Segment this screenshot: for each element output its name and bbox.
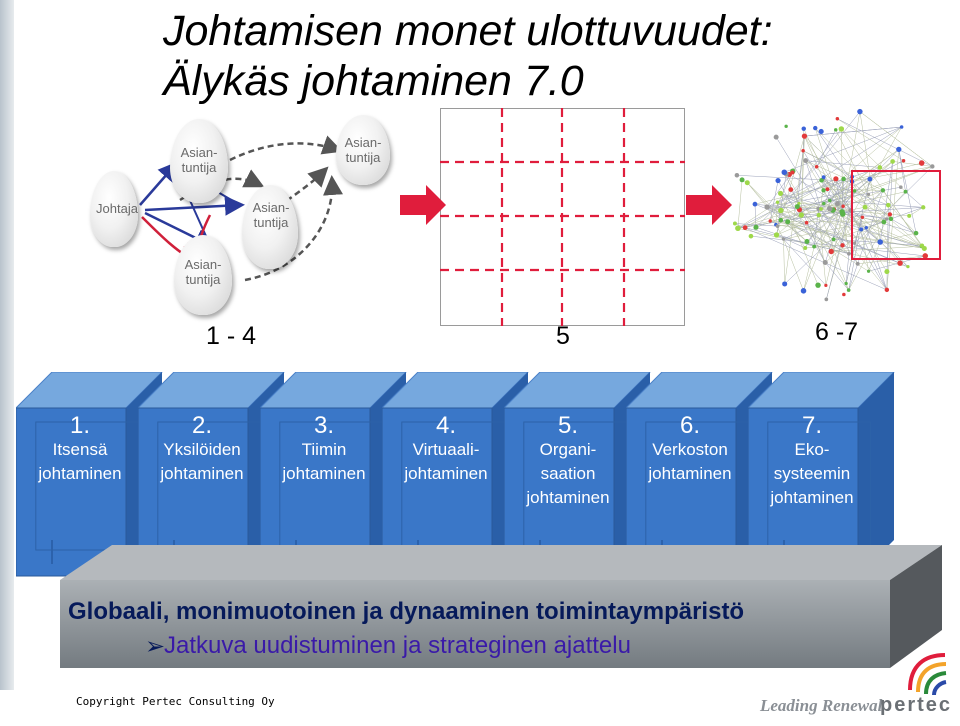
leadership-box-number: 5. [557,412,578,439]
platform-base [60,545,942,668]
egg-asiantuntija-1 [170,119,228,203]
stage-label-1-4: 1 - 4 [206,322,257,350]
title-line-2: Älykäs johtaminen 7.0 [163,57,584,105]
brand-logo: pertec [880,694,953,716]
organization-grid [440,108,685,326]
leadership-box-text: Tiimin [301,440,347,459]
page-title: Johtamisen monet ulottuvuudet: Älykäs jo… [163,6,943,106]
leadership-box-number: 2. [191,412,212,439]
egg-johtaja [90,171,138,247]
leadership-box-text: Virtuaali- [412,440,480,459]
tagline-text: Leading Renewal [760,696,883,715]
leadership-box-label-7: 7.Eko-systeemin johtaminen [748,414,876,510]
leadership-box-text: johtaminen [648,464,732,483]
title-line-1: Johtamisen monet ulottuvuudet: [163,7,773,55]
expert-network-diagram: Johtaja Asian- tuntija Asian- tuntija As… [70,105,430,320]
leadership-box-text: johtaminen [404,464,488,483]
node-label-asiantuntija-4: Asian- tuntija [184,257,222,287]
leadership-box-number: 7. [801,412,822,439]
leadership-box-label-4: 4.Virtuaali-johtaminen [382,414,510,486]
pertec-logo-icon [908,653,947,696]
node-label-asiantuntija-2: Asian- tuntija [344,135,382,165]
left-decorative-bar [0,0,14,690]
leadership-box-number: 3. [313,412,334,439]
bullet-arrow-icon: ➢ [145,633,166,660]
leadership-box-text: johtaminen [282,464,366,483]
complex-network-graph [732,108,935,302]
arrow-to-network-icon [686,185,732,225]
egg-asiantuntija-2 [336,115,390,185]
leadership-box-text: saation [540,464,596,483]
leadership-box-label-1: 1.Itsensä johtaminen [16,414,144,486]
leadership-box-label-6: 6.Verkoston johtaminen [626,414,754,486]
copyright-text: Copyright Pertec Consulting Oy [76,695,275,708]
leadership-box-text: Organi- [539,440,597,459]
base-heading: Globaali, monimuotoinen ja dynaaminen to… [68,598,745,625]
leadership-box-label-5: 5.Organi-saation johtaminen [504,414,632,510]
node-label-asiantuntija-1: Asian- tuntija [180,145,218,175]
leadership-box-number: 6. [679,412,700,439]
node-label-asiantuntija-3: Asian- tuntija [252,200,290,230]
egg-asiantuntija-3 [242,185,298,269]
grid-lines [440,108,685,326]
leadership-box-text: johtaminen [770,488,854,507]
base-subheading: Jatkuva uudistuminen ja strateginen ajat… [164,632,631,659]
egg-asiantuntija-4 [174,235,232,315]
leadership-box-text: systeemin [773,464,851,483]
arrow-to-grid-icon [400,185,446,225]
network-highlight-frame [851,170,941,260]
leadership-box-text: johtaminen [38,464,122,483]
node-label-johtaja: Johtaja [96,201,138,216]
leadership-box-number: 1. [69,412,90,439]
leadership-box-text: Itsensä [52,440,108,459]
leadership-box-text: Verkoston [652,440,728,459]
stage-label-6-7: 6 -7 [815,318,859,346]
leadership-box-text: johtaminen [160,464,244,483]
leadership-box-text: Yksilöiden [163,440,241,459]
leadership-box-label-3: 3.Tiimin johtaminen [260,414,388,486]
leadership-box-label-2: 2.Yksilöiden johtaminen [138,414,266,486]
stage-label-5: 5 [556,322,570,350]
leadership-box-number: 4. [435,412,456,439]
leadership-box-text: johtaminen [526,488,610,507]
leadership-box-text: Eko- [794,440,830,459]
